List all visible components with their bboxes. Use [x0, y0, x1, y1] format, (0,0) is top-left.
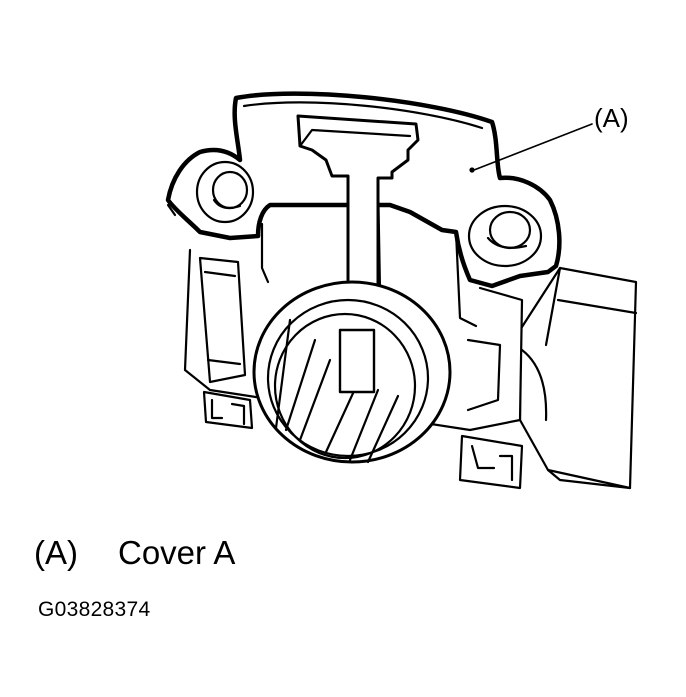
round-boot	[252, 280, 452, 464]
bottom-tabs	[202, 390, 524, 490]
housing-right	[518, 266, 638, 490]
cover-a-illustration: (A)	[165, 91, 638, 490]
callout-leader-dot	[469, 167, 475, 173]
legend-key: (A)	[34, 534, 78, 571]
legend-row: (A) Cover A	[34, 534, 235, 572]
legend-text: Cover A	[118, 534, 236, 571]
right-bolt-boss	[467, 204, 543, 268]
left-bolt-boss	[166, 160, 255, 224]
callout-label-a: (A)	[594, 103, 629, 133]
figure-id: G03828374	[38, 598, 151, 621]
t-shaft	[296, 114, 420, 382]
callout-leader-line	[473, 123, 593, 171]
